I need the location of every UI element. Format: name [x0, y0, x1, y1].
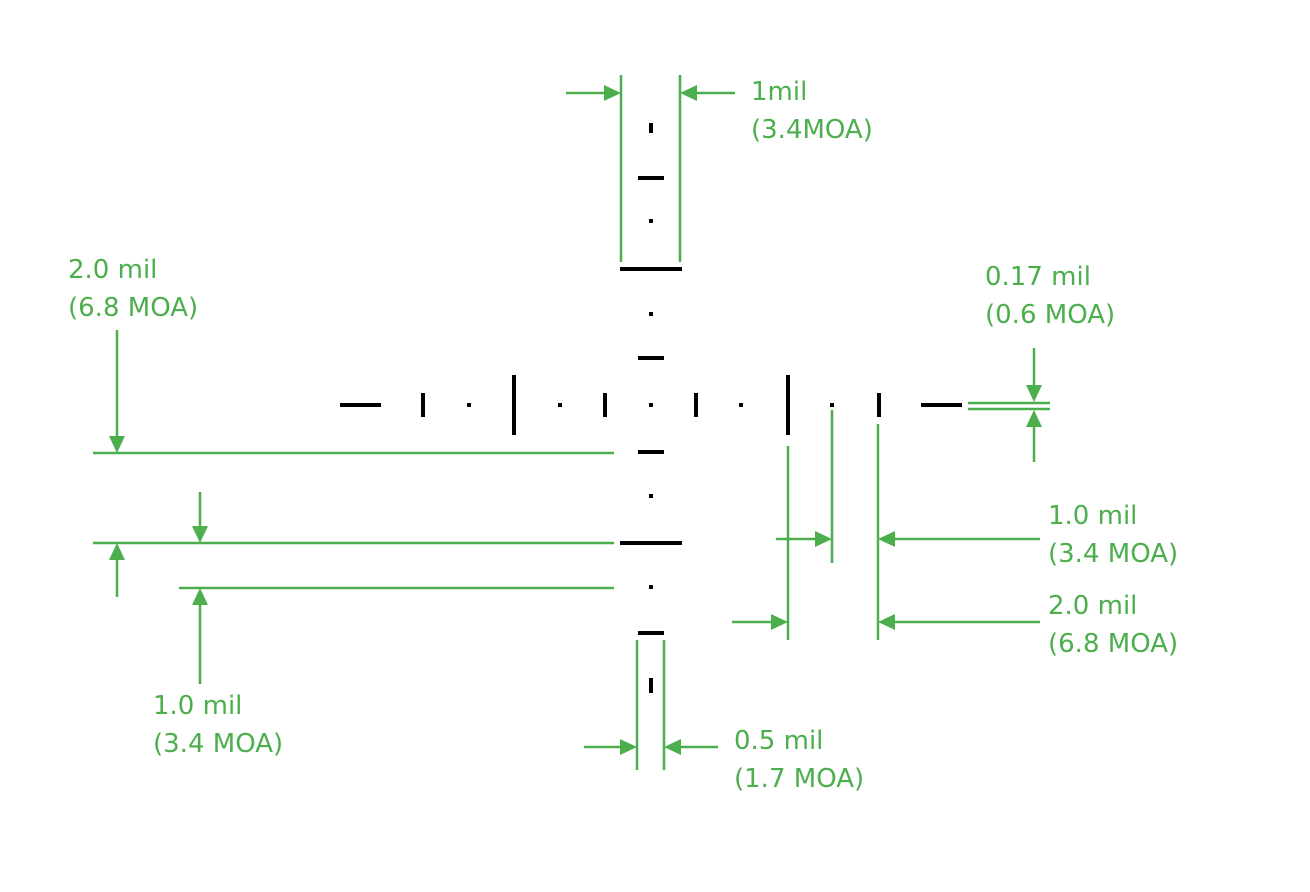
arrowhead	[192, 526, 208, 543]
label-line: 1.0 mil	[153, 691, 243, 721]
label-line: 2.0 mil	[1048, 591, 1138, 621]
label-line: (3.4MOA)	[751, 115, 873, 145]
reticle-dot	[558, 403, 562, 407]
reticle	[340, 123, 962, 693]
reticle-center-dot	[649, 403, 653, 407]
reticle-dot	[649, 494, 653, 498]
arrowhead	[771, 614, 788, 630]
label-line: (1.7 MOA)	[734, 764, 865, 794]
arrowhead	[620, 739, 637, 755]
reticle-dot	[467, 403, 471, 407]
arrowhead	[680, 85, 697, 101]
arrowhead	[604, 85, 621, 101]
label-line: (3.4 MOA)	[1048, 539, 1179, 569]
label-line: (3.4 MOA)	[153, 729, 284, 759]
arrowhead	[1026, 385, 1042, 402]
reticle-dot	[739, 403, 743, 407]
label-bottom-width: 0.5 mil (1.7 MOA)	[734, 722, 864, 798]
reticle-dot	[649, 585, 653, 589]
label-bar-spacing-h: 2.0 mil (6.8 MOA)	[1048, 587, 1178, 663]
arrowhead	[878, 531, 895, 547]
arrowhead	[192, 588, 208, 605]
arrowhead	[815, 531, 832, 547]
label-line: 1.0 mil	[1048, 501, 1138, 531]
arrowhead	[664, 739, 681, 755]
arrowhead	[1026, 410, 1042, 427]
label-line: (0.6 MOA)	[985, 300, 1116, 330]
label-line: 0.17 mil	[985, 262, 1091, 292]
label-hash-spacing-h: 1.0 mil (3.4 MOA)	[1048, 497, 1178, 573]
label-line: 2.0 mil	[68, 255, 158, 285]
dimension-lines	[93, 75, 1050, 770]
label-hash-spacing-v: 1.0 mil (3.4 MOA)	[153, 687, 283, 763]
label-line: (6.8 MOA)	[68, 293, 199, 323]
label-line: 1mil	[751, 77, 808, 107]
arrowhead	[878, 614, 895, 630]
arrowheads	[109, 85, 1042, 755]
arrowhead	[109, 436, 125, 453]
label-line: 0.5 mil	[734, 726, 824, 756]
label-line-thickness: 0.17 mil (0.6 MOA)	[985, 258, 1115, 334]
label-thick-bar-offset: 2.0 mil (6.8 MOA)	[68, 251, 198, 327]
reticle-dot	[830, 403, 834, 407]
label-top-width: 1mil (3.4MOA)	[751, 73, 873, 149]
reticle-dot	[649, 219, 653, 223]
arrowhead	[109, 543, 125, 560]
label-line: (6.8 MOA)	[1048, 629, 1179, 659]
reticle-dot	[649, 312, 653, 316]
